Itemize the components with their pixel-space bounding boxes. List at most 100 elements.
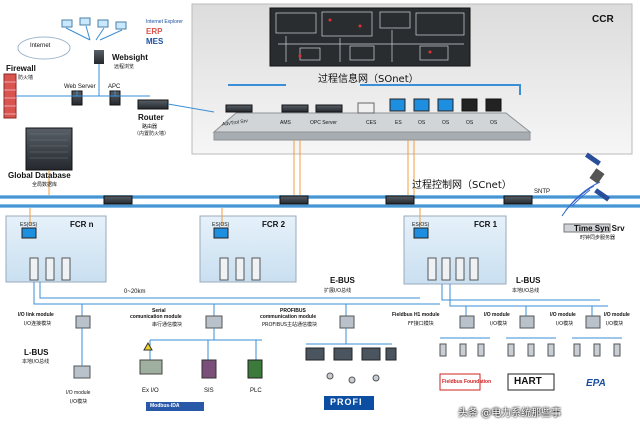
websight-label-cn: 远程浏览	[114, 64, 135, 70]
time-server-label-cn: 时钟同步服务器	[580, 235, 616, 241]
station-label-2: AMS	[280, 120, 291, 126]
ccr-drop-lines	[293, 140, 415, 196]
io-link-module-label: I/O link module	[18, 312, 54, 318]
lbus-left-label-cn: 本地I/O总线	[22, 359, 50, 365]
profibus-devices	[305, 347, 397, 361]
station-label-4: CES	[366, 120, 377, 126]
lbus-left-label: L-BUS	[24, 348, 49, 357]
gps-satellite	[584, 152, 611, 202]
ebus-lines	[33, 282, 440, 305]
serial-module-label-1: Serial	[152, 308, 166, 314]
io-module-label-2-cn: I/O模块	[556, 321, 574, 327]
profibus-module-label-1: PROFIBUS	[280, 308, 306, 314]
io-module-label-1-cn: I/O模块	[490, 321, 508, 327]
io-link-module-label-cn: I/O连接模块	[24, 321, 52, 327]
serial-module-label-cn: 串行通信模块	[152, 322, 183, 328]
station-label-6: OS	[418, 120, 426, 126]
profibus-module-label-2: communication module	[260, 314, 317, 320]
io-module-label-1: I/O module	[484, 312, 510, 318]
web-server-label: Web Server	[64, 84, 96, 90]
lbus-right-label-cn: 本地I/O总线	[512, 288, 540, 294]
io-module-bottom-block	[73, 365, 91, 379]
profi-logo	[324, 396, 374, 410]
global-database-server	[25, 127, 73, 171]
station-label-9: OS	[490, 120, 498, 126]
ex-io-label: Ex I/O	[142, 388, 159, 394]
ccr-title: CCR	[592, 14, 614, 25]
station-label-8: OS	[466, 120, 474, 126]
ff-module-label: Fieldbus H1 module	[392, 312, 440, 318]
modbus-logo-text: Modbus-IDA	[150, 403, 180, 409]
distance-label: 0~20km	[124, 289, 146, 295]
scnet-bus-a	[0, 195, 640, 199]
firewall-label-cn: 防火墙	[18, 75, 34, 81]
fcr-1-title: FCR 1	[474, 220, 498, 229]
mes-label: MES	[146, 37, 164, 46]
ff-logo	[439, 373, 481, 391]
lbus-lines	[441, 284, 608, 307]
ie-label: Internet Explorer	[146, 19, 183, 25]
gps-signal-waves	[561, 181, 601, 217]
io-module-label-3-cn: I/O模块	[606, 321, 624, 327]
fcr-1-es-label: ES(OS)	[412, 222, 430, 228]
fcr-uplinks	[29, 208, 421, 226]
io-module-label-3: I/O module	[604, 312, 630, 318]
fcr-2-es-label: ES(OS)	[212, 222, 230, 228]
field-instruments-profibus	[326, 372, 380, 384]
websight-label: Websight	[112, 53, 148, 62]
station-label-5: ES	[395, 120, 402, 126]
fcr-n-room	[5, 215, 107, 283]
profibus-module-label-cn: PROFIBUS主站通信模块	[262, 322, 318, 328]
router-sonet-link	[167, 103, 215, 113]
module-blocks	[75, 315, 601, 329]
fcr-1-room	[403, 215, 507, 285]
fcr-n-title: FCR n	[70, 220, 94, 229]
internet-cloud	[17, 36, 71, 60]
profibus-line	[306, 328, 392, 345]
field-instruments-ff	[439, 343, 621, 357]
ebus-label: E-BUS	[330, 276, 355, 285]
profi-logo-text: PROFI	[330, 397, 363, 407]
lbus-right-label: L-BUS	[516, 276, 541, 285]
sonet-label: 过程信息网（SOnet）	[318, 74, 419, 85]
ccr-monitors	[389, 98, 502, 112]
global-database-label: Global Database	[8, 171, 71, 180]
mimic-panel	[269, 7, 471, 67]
it-servers	[71, 90, 121, 106]
router-label: Router	[138, 113, 164, 122]
router-label-cn: 路由器	[142, 124, 158, 130]
plc-label: PLC	[250, 388, 262, 394]
serial-module-label-2: comunication module	[130, 314, 182, 320]
ces-monitor	[357, 102, 375, 114]
internet-label: Internet	[30, 43, 51, 49]
apc-label: APC	[108, 84, 121, 90]
io-module-label-2: I/O module	[550, 312, 576, 318]
firewall-wall	[3, 73, 17, 119]
modbus-logo	[146, 402, 204, 411]
sonet-ring	[228, 84, 521, 95]
websight-server	[94, 50, 104, 64]
fcr-2-room	[199, 215, 297, 283]
ff-logo-text: Fieldbus Foundation	[442, 379, 492, 385]
watermark: 头条 @电力系统那些事	[458, 408, 562, 419]
global-database-label-cn: 全局数据库	[32, 182, 58, 188]
global-database-slots	[30, 133, 68, 159]
hart-logo-text: HART	[514, 376, 542, 387]
mimic-panel-detail	[275, 11, 465, 62]
ccr-switches	[225, 104, 343, 113]
router-label-cn2: （内置防火墙）	[134, 131, 170, 137]
time-sync-server	[563, 223, 611, 233]
serial-links	[149, 328, 262, 360]
router-device	[137, 99, 169, 110]
operator-console-front	[213, 131, 531, 141]
sis-device	[201, 359, 217, 379]
sis-label: SIS	[204, 388, 214, 394]
top-computers	[61, 17, 127, 30]
ex-warning-icon	[143, 341, 153, 351]
fcr-n-es-label: ES(OS)	[20, 222, 38, 228]
fcr-2-title: FCR 2	[262, 220, 286, 229]
ff-module-label-cn: FF接口模块	[408, 321, 434, 327]
mimic-indicators	[298, 18, 432, 58]
